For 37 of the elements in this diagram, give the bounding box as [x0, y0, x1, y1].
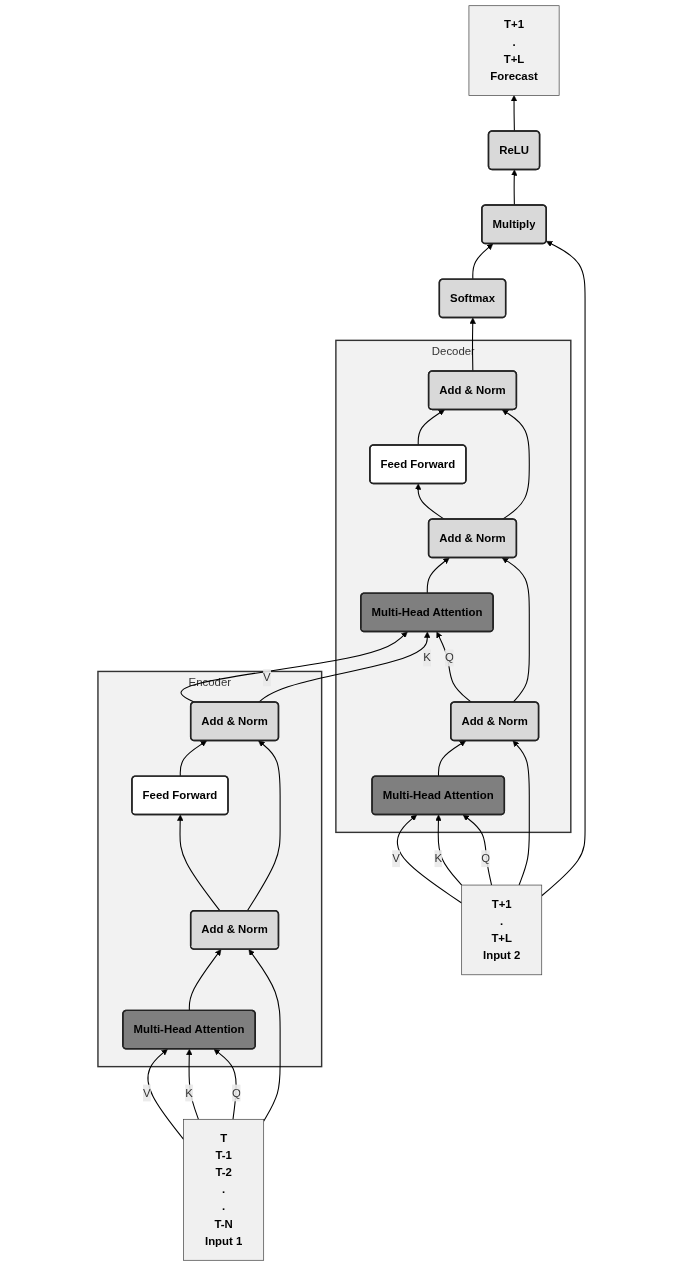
arrow: [180, 631, 408, 703]
arrow: [436, 631, 473, 703]
arrow: [462, 814, 493, 886]
edge-label: V: [392, 852, 400, 865]
edge-label: V: [263, 671, 271, 684]
arrow: [258, 631, 431, 703]
arrow: [417, 409, 445, 446]
edge-label: Q: [481, 852, 491, 865]
arrow: [188, 949, 222, 1012]
arrow: [510, 95, 518, 132]
arrow: [426, 557, 450, 594]
arrow: [213, 1048, 237, 1120]
edge-label: Q: [232, 1086, 241, 1099]
arrow: [179, 740, 207, 777]
arrow: [248, 949, 281, 1122]
arrow: [501, 409, 530, 520]
edge-label: K: [423, 651, 431, 664]
arrow: [469, 317, 476, 372]
arrow: [437, 740, 466, 777]
arrow: [246, 740, 281, 912]
arrow: [541, 241, 586, 897]
arrow: [147, 1048, 185, 1140]
edge-label: Q: [445, 651, 454, 664]
edge-label: K: [185, 1086, 193, 1099]
arrow: [512, 740, 530, 886]
edge-label: V: [143, 1086, 151, 1099]
arrow: [435, 814, 463, 886]
node-box: T T-1 T-2 . . T-N Input 1: [183, 1118, 265, 1261]
arrow: [396, 814, 463, 904]
node-box: T+1 . T+L Forecast: [468, 5, 560, 96]
node-box: T+1 . T+L Input 2: [461, 884, 543, 976]
arrow: [415, 483, 446, 520]
arrow: [511, 169, 518, 206]
arrow: [502, 557, 530, 703]
arrow: [177, 814, 221, 912]
arrow: [472, 243, 494, 280]
edge-label: K: [434, 852, 442, 865]
